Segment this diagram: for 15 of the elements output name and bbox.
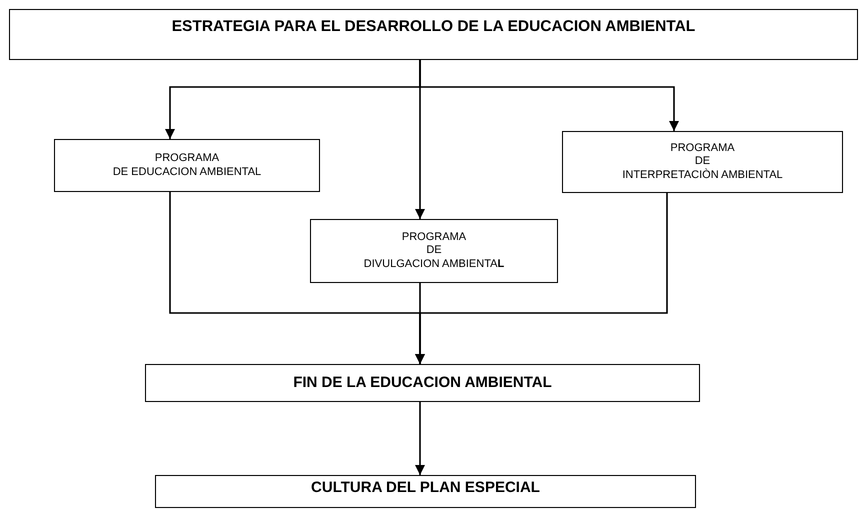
process-box [54,139,320,192]
box-label: PROGRAMA DE EDUCACION AMBIENTAL [112,152,262,179]
process-box [310,219,558,283]
arrow [415,402,425,475]
box-label: PROGRAMA DE DIVULGACION AMBIENTAL [364,231,504,271]
process-box [562,131,843,193]
box-label: ESTRATEGIA PARA EL DESARROLLO DE LA EDUCACION AMBIENTAL [172,18,696,38]
box-label: CULTURA DEL PLAN ESPECIAL [311,478,540,498]
process-box [155,475,696,508]
arrow [419,60,679,131]
process-box [9,9,858,60]
box-label: FIN DE LA EDUCACION AMBIENTAL [293,374,552,392]
box-label: PROGRAMA DE INTERPRETACIÒN AMBIENTAL [622,142,783,182]
arrow [415,193,668,364]
process-box [145,364,700,402]
